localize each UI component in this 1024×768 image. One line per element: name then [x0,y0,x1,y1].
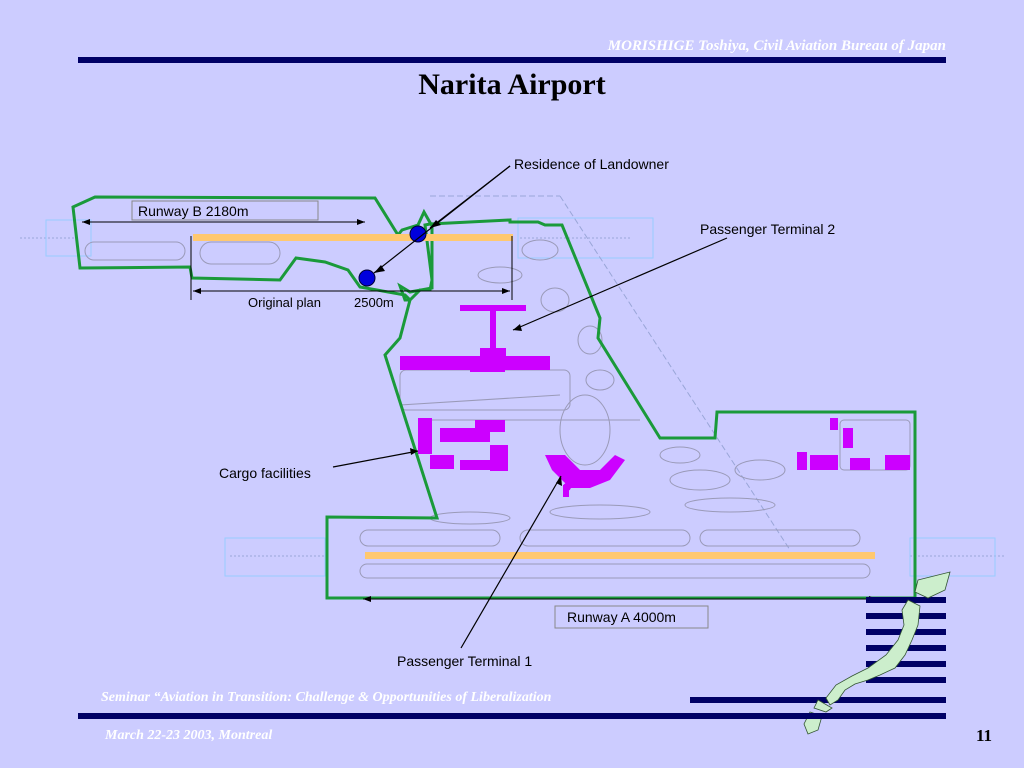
japan-map-icon [803,571,951,735]
header-credit: MORISHIGE Toshiya, Civil Aviation Bureau… [607,38,946,54]
runway-b-label-box [131,200,319,221]
terminal-2-label: Passenger Terminal 2 [700,221,835,237]
east-buildings [797,418,910,470]
runway-b-label: Runway B 2180m [138,203,249,219]
runway-a [365,552,875,559]
date-caption: March 22-23 2003, Montreal [105,728,273,743]
taxiway-outlines [84,239,911,579]
cargo-buildings [418,418,508,471]
runway-a-label-box [554,605,709,629]
bottom-rule [78,713,946,719]
runway-a-label: Runway A 4000m [567,609,676,625]
seminar-caption: Seminar “Aviation in Transition: Challen… [101,690,552,705]
airport-boundary [71,195,917,600]
callout-lines [332,165,728,649]
terminal-1-building [545,455,625,497]
residence-marker-2[interactable] [358,269,376,287]
page-title: Narita Airport [418,68,606,101]
runway-b [193,234,513,241]
cargo-label: Cargo facilities [219,465,311,481]
terminal-1-label: Passenger Terminal 1 [397,653,532,669]
original-plan-label: Original plan [248,295,321,310]
approach-lines [20,195,1005,577]
residence-marker-1[interactable] [409,225,427,243]
terminal-2-building [400,305,550,372]
original-plan-dimension [190,236,513,300]
original-length-label: 2500m [354,295,394,310]
page-number: 11 [975,726,992,745]
top-rule [78,57,946,63]
residence-label: Residence of Landowner [514,156,669,172]
